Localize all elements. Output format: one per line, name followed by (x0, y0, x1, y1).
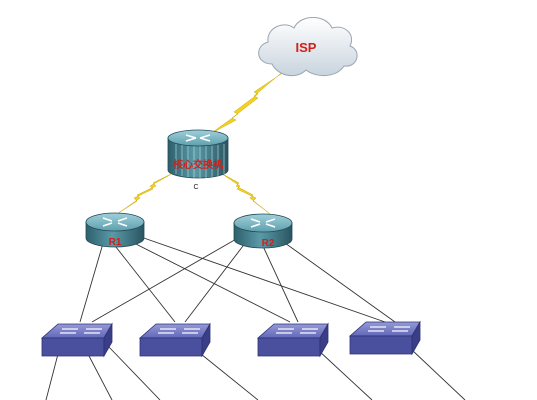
workgroup-switch-icon (348, 320, 421, 356)
cloud-icon (258, 17, 358, 77)
router-r2-label: R2 (262, 238, 275, 249)
downlink-sw1-a (45, 353, 59, 400)
lan-links (45, 235, 466, 400)
router-r1-node: R1 (85, 212, 145, 248)
switch-1-node (40, 322, 113, 358)
router-r1-label: R1 (109, 237, 122, 248)
workgroup-switch-icon (40, 322, 113, 358)
downlink-sw1-b (87, 353, 113, 400)
switch-2-node (138, 322, 211, 358)
link-r1-sw4 (137, 235, 386, 323)
downlink-sw4-a (411, 349, 466, 400)
wan-links (116, 71, 285, 215)
router-icon (85, 212, 145, 248)
switch-4-node (348, 320, 421, 356)
link-r1-sw1 (79, 239, 105, 323)
isp-cloud-node: ISP (258, 17, 358, 77)
link-r2-sw2 (184, 241, 247, 323)
core-label: 核心交换机 (173, 158, 223, 171)
link-r1-sw2 (111, 241, 176, 323)
link-r2-sw1 (91, 237, 239, 323)
link-r2-sw4 (277, 237, 396, 323)
router-r2-node: R2 (233, 213, 293, 249)
core-switch-node: 核心交换机 C (167, 129, 229, 191)
link-r1-sw3 (127, 239, 291, 323)
link-r2-sw3 (261, 243, 299, 323)
lightning-core-r2 (218, 171, 271, 215)
router-icon (233, 213, 293, 249)
downlink-sw3-a (317, 349, 373, 400)
workgroup-switch-icon (138, 322, 211, 358)
layer3-switch-icon (167, 129, 229, 179)
lightning-core-r1 (116, 173, 172, 215)
lightning-isp-core (209, 71, 285, 135)
switch-3-node (256, 322, 329, 358)
core-sublabel: C (193, 184, 198, 191)
downlink-sw1-c (107, 345, 161, 400)
workgroup-switch-icon (256, 322, 329, 358)
isp-label: ISP (296, 40, 317, 55)
downlink-sw2-a (195, 349, 259, 400)
